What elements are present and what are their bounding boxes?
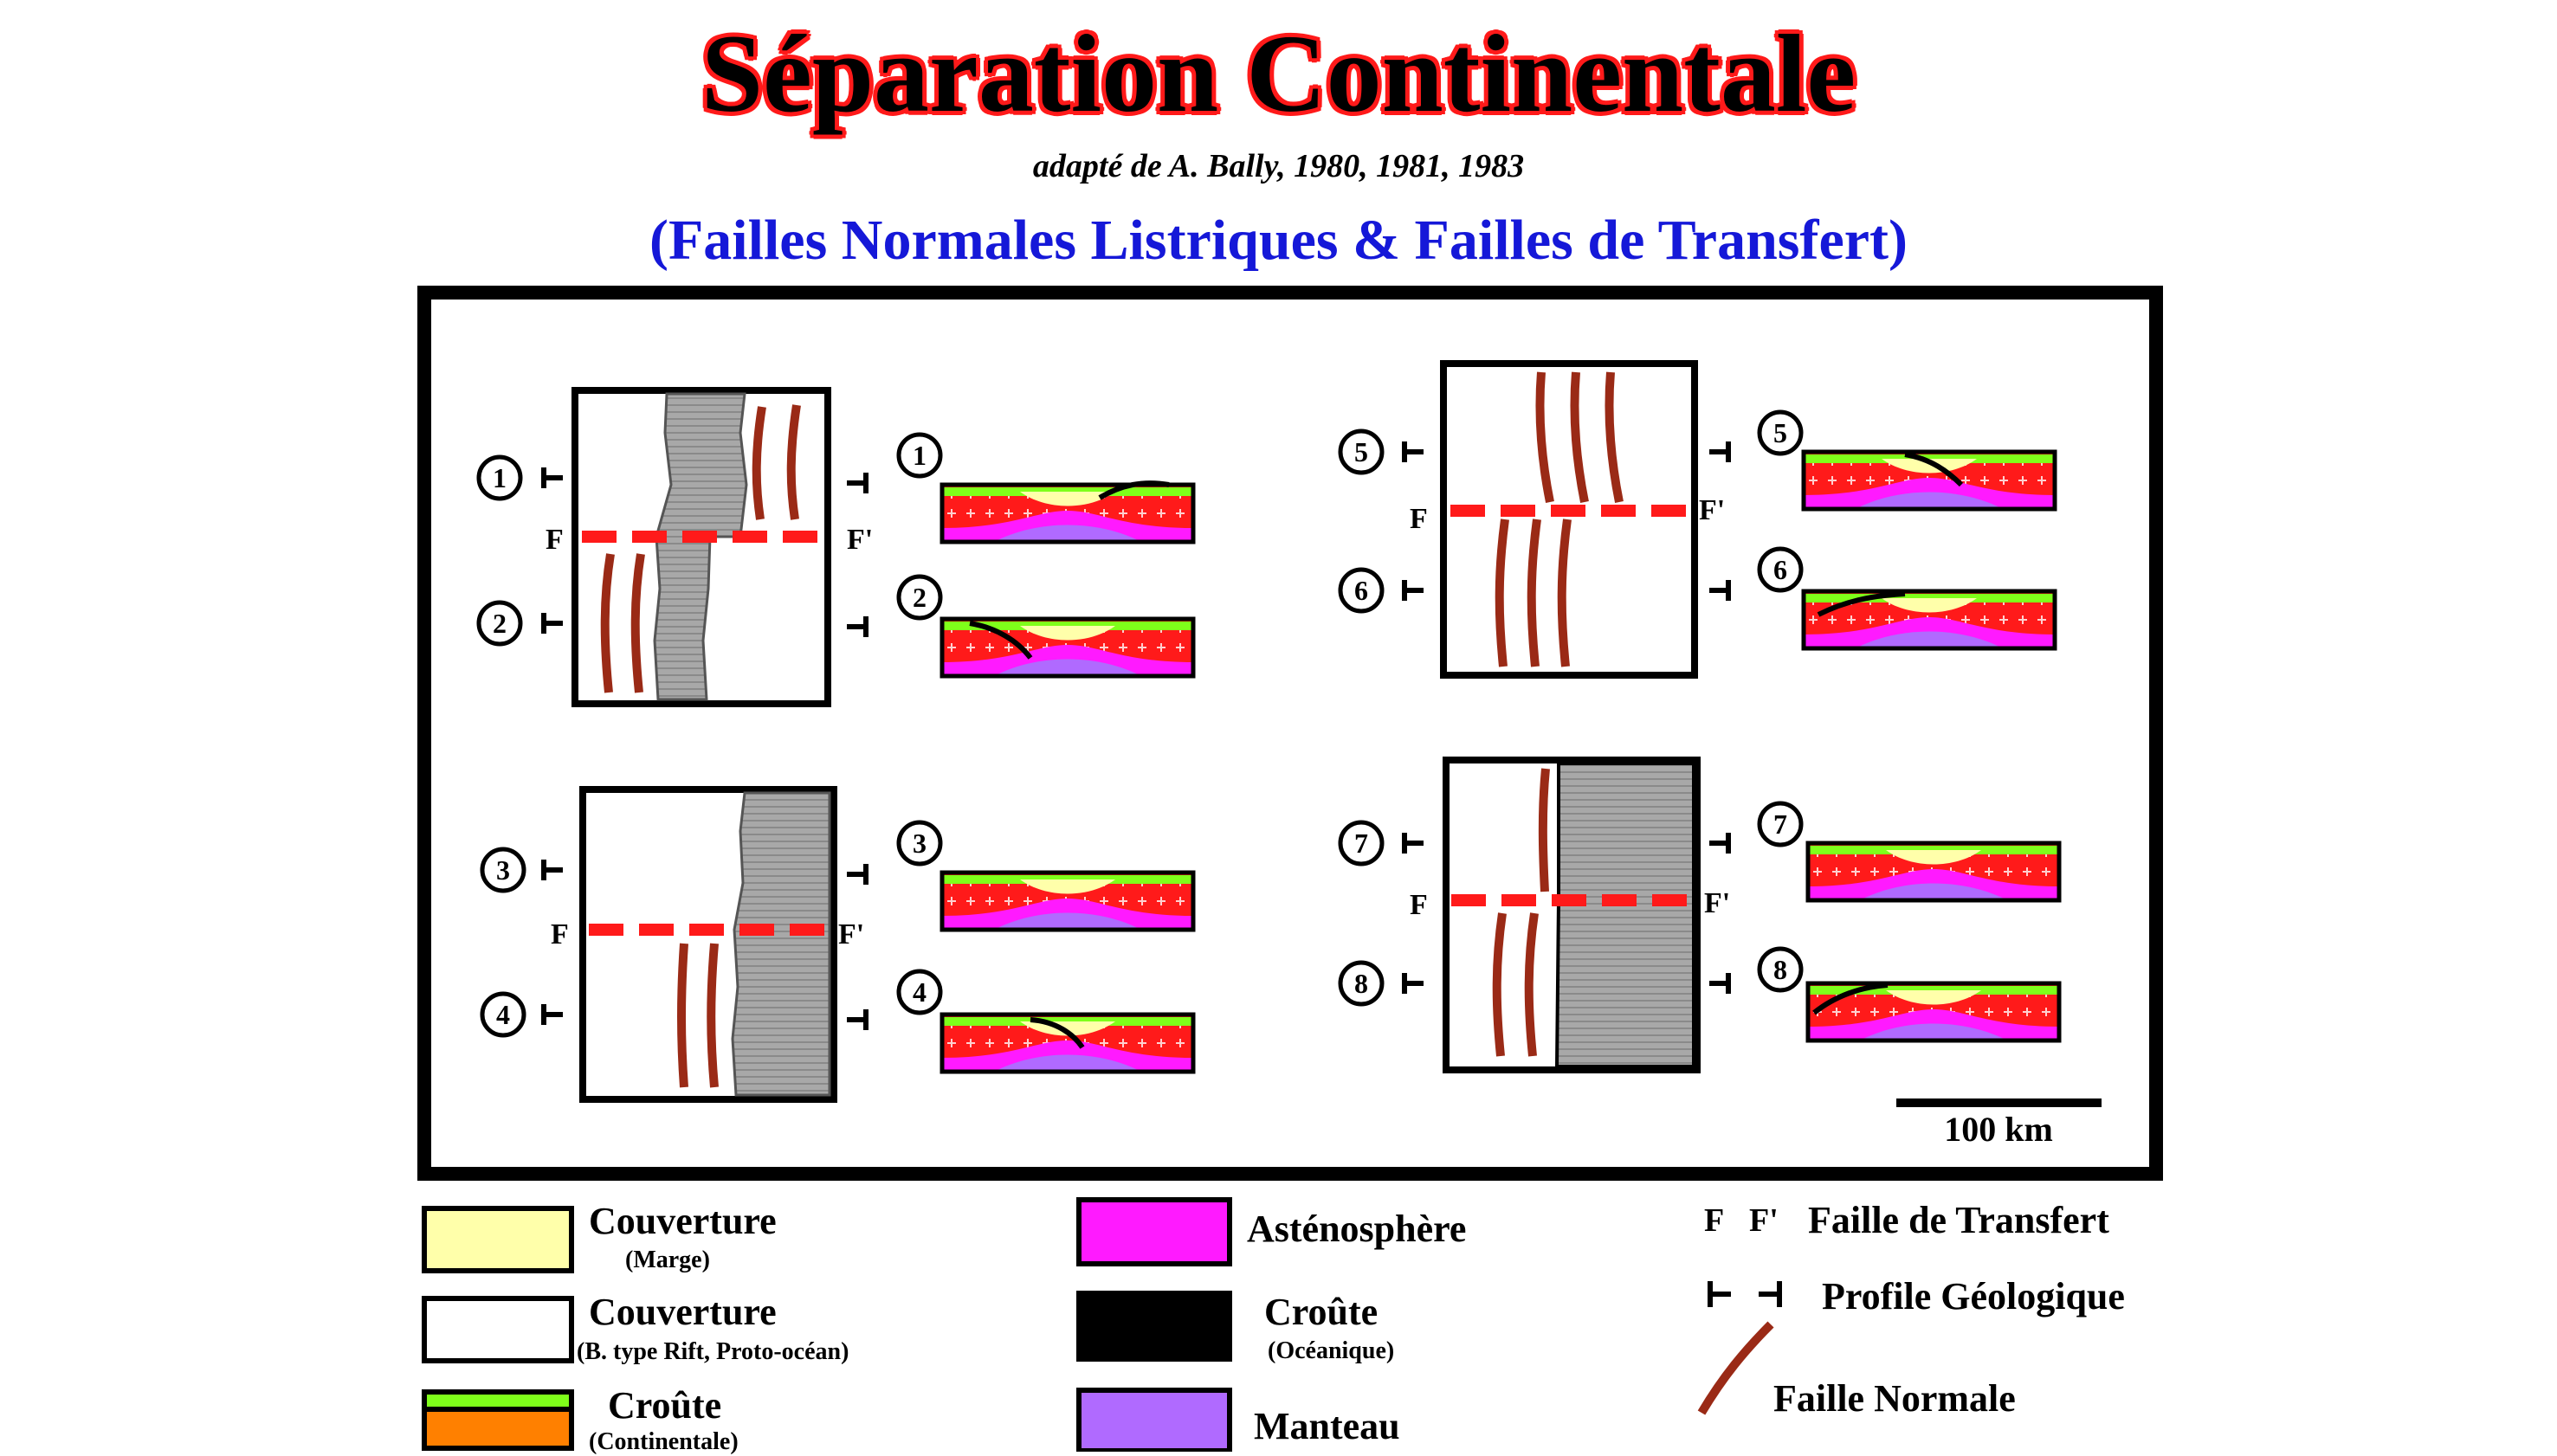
fault-f-2: F [551, 918, 569, 950]
scale-bar-label: 100 km [1944, 1110, 2053, 1149]
profile-section-2 [942, 619, 1193, 676]
legend-couverture-marge-label: Couverture [589, 1200, 777, 1242]
legend-couverture-rift-label: Couverture [589, 1291, 777, 1333]
legend-croute-cont-label: Croûte [608, 1384, 722, 1427]
num-3a: 3 [496, 854, 510, 886]
legend-faille-normale-label: Faille Normale [1773, 1377, 2016, 1420]
num-2a: 2 [493, 608, 507, 639]
num-8a: 8 [1354, 968, 1368, 999]
legend-asthenosphere-label: Asténosphère [1247, 1208, 1467, 1250]
num-1a: 1 [493, 462, 507, 493]
fault-f-1: F [546, 524, 564, 556]
profile-section-5 [1804, 452, 2055, 509]
num-7b: 7 [1773, 809, 1787, 840]
page-subtitle: (Failles Normales Listriques & Failles d… [649, 209, 1908, 272]
fault-labels: F F' F F' F F' F F' [546, 494, 1730, 950]
num-2b: 2 [913, 582, 927, 613]
legend-f-symbol: F [1704, 1202, 1725, 1239]
profile-section-1 [942, 483, 1193, 542]
num-5b: 5 [1773, 417, 1787, 448]
legend-couverture-marge-sub: (Marge) [625, 1247, 710, 1273]
fault-fp-1: F' [847, 524, 873, 556]
legend-fp-symbol: F' [1749, 1202, 1779, 1239]
profile-section-4 [942, 1015, 1193, 1072]
number-circles [476, 409, 1804, 1038]
legend-symbols [422, 1197, 1782, 1452]
profile-section-8 [1808, 983, 2059, 1040]
num-7a: 7 [1354, 828, 1368, 859]
legend-croute-oce-label: Croûte [1264, 1291, 1379, 1333]
num-5a: 5 [1354, 436, 1368, 467]
fault-f-3: F [1410, 503, 1428, 535]
num-4b: 4 [913, 976, 927, 1008]
page-title: Séparation Continentale [701, 12, 1856, 135]
legend-couverture-rift-sub: (B. type Rift, Proto-océan) [577, 1338, 849, 1365]
num-6b: 6 [1773, 554, 1787, 585]
profile-section-7 [1808, 843, 2059, 900]
legend-croute-cont-sub: (Continentale) [589, 1428, 739, 1455]
legend-croute-oce-sub: (Océanique) [1268, 1337, 1395, 1364]
profile-markers [541, 441, 1731, 1030]
map-3-4 [579, 786, 837, 1103]
map-1-2 [571, 387, 831, 707]
num-3b: 3 [913, 828, 927, 859]
map-5-6 [1440, 360, 1698, 679]
profile-section-3 [942, 873, 1193, 930]
fault-fp-2: F' [838, 918, 864, 950]
main-frame [417, 286, 2163, 1181]
num-8b: 8 [1773, 954, 1787, 985]
num-1b: 1 [913, 440, 927, 471]
number-labels: 1 1 2 2 3 3 4 4 5 5 6 6 7 7 8 8 [493, 417, 1787, 1030]
credit-line: adapté de A. Bally, 1980, 1981, 1983 [1032, 148, 1525, 184]
legend-profile-geo-label: Profile Géologique [1822, 1275, 2125, 1317]
num-4a: 4 [496, 999, 510, 1030]
legend-faille-transfert-label: Faille de Transfert [1808, 1199, 2109, 1241]
profile-section-6 [1804, 591, 2055, 648]
fault-f-4: F [1410, 889, 1428, 921]
map-7-8 [1443, 757, 1701, 1073]
legend-manteau-label: Manteau [1254, 1405, 1400, 1447]
fault-fp-4: F' [1704, 887, 1730, 919]
num-6a: 6 [1354, 575, 1368, 606]
fault-fp-3: F' [1699, 494, 1725, 526]
